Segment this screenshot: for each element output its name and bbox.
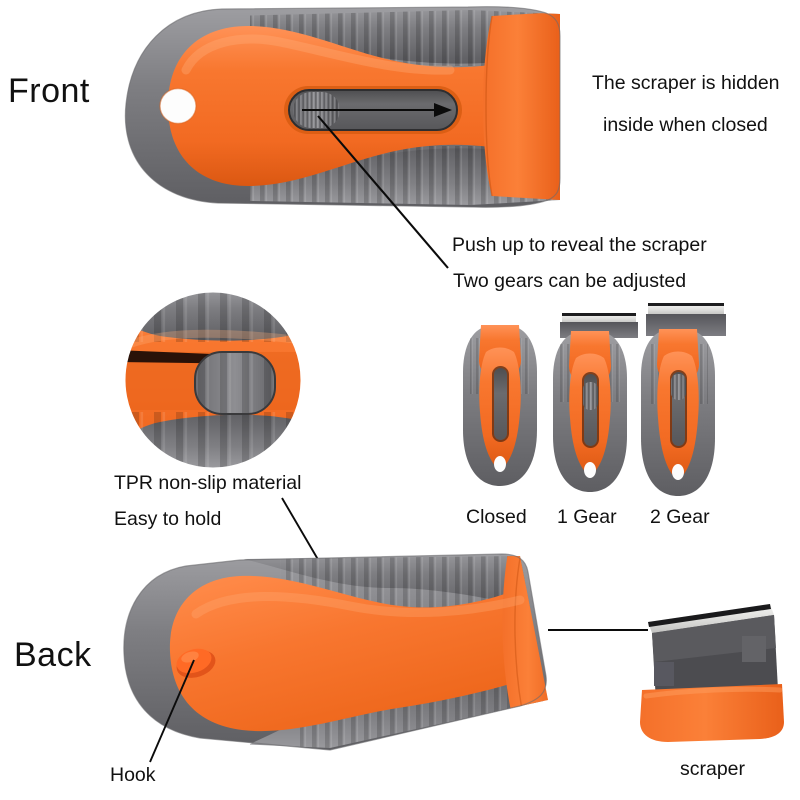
detail-slider-ribs <box>195 352 275 414</box>
callout-two-gears: Two gears can be adjusted <box>453 270 687 292</box>
front-view-illustration <box>124 6 561 208</box>
gear1-hang-hole <box>584 462 596 478</box>
front-hang-hole <box>160 88 196 124</box>
gear-states-group <box>463 303 726 496</box>
gear1-slider-ribs <box>583 382 598 410</box>
back-body-outline <box>123 553 547 751</box>
callout-hook: Hook <box>110 764 156 786</box>
leader-line-hook <box>149 659 195 763</box>
scraper-base-highlight <box>643 686 783 699</box>
gear-state-closed <box>463 325 537 486</box>
gear1-blade-steel <box>562 314 636 323</box>
front-hang-hole-rim <box>159 87 197 125</box>
gear2-blade-edge <box>648 303 724 306</box>
callout-tpr-line2: Easy to hold <box>114 508 222 530</box>
callout-hidden-line1: The scraper is hidden <box>592 72 780 94</box>
gear2-hang-hole <box>672 464 684 480</box>
back-view-illustration <box>123 553 549 751</box>
gear-label-2: 2 Gear <box>650 506 710 528</box>
callout-scraper: scraper <box>680 758 746 780</box>
back-body-orange <box>169 575 544 732</box>
gear-state-2 <box>641 303 726 496</box>
scraper-blade-edge <box>648 604 771 627</box>
callout-tpr-line1: TPR non-slip material <box>114 472 302 494</box>
scraper-holder-tab-left <box>654 662 674 686</box>
detail-highlight <box>126 329 301 348</box>
detail-grip-bottom-ribs <box>125 412 301 468</box>
front-blade-housing <box>483 12 560 200</box>
leader-line-push-up <box>317 115 449 269</box>
scraper-detail-illustration <box>640 604 784 742</box>
callout-hidden-line2: inside when closed <box>603 114 768 136</box>
callout-push-up: Push up to reveal the scraper <box>452 234 707 256</box>
front-slot-outline <box>288 89 458 131</box>
scraper-base-orange <box>640 684 784 742</box>
front-label: Front <box>8 72 90 110</box>
scraper-holder-tab-right <box>742 636 766 662</box>
magnified-detail-circle-icon <box>124 291 302 469</box>
back-blade-housing <box>502 556 549 716</box>
front-housing-seam <box>485 15 493 197</box>
gear-state-1 <box>553 313 638 492</box>
back-hook-highlight <box>181 651 199 663</box>
detail-slider-outline <box>194 351 276 415</box>
detail-circle-rim <box>124 291 302 469</box>
back-highlight <box>191 591 525 619</box>
closed-hang-hole <box>494 456 506 472</box>
closed-slot-inner <box>494 368 507 440</box>
arrow-right-icon <box>302 103 452 117</box>
back-housing-seam <box>514 557 523 711</box>
back-label: Back <box>14 636 92 674</box>
front-body-outline <box>124 6 561 208</box>
front-highlight <box>181 34 455 75</box>
gear2-blade-steel <box>648 304 724 315</box>
gear1-blade-edge <box>562 313 636 316</box>
gear2-slider-ribs <box>671 374 686 400</box>
gear-label-1: 1 Gear <box>557 506 617 528</box>
gear-label-closed: Closed <box>466 506 527 528</box>
